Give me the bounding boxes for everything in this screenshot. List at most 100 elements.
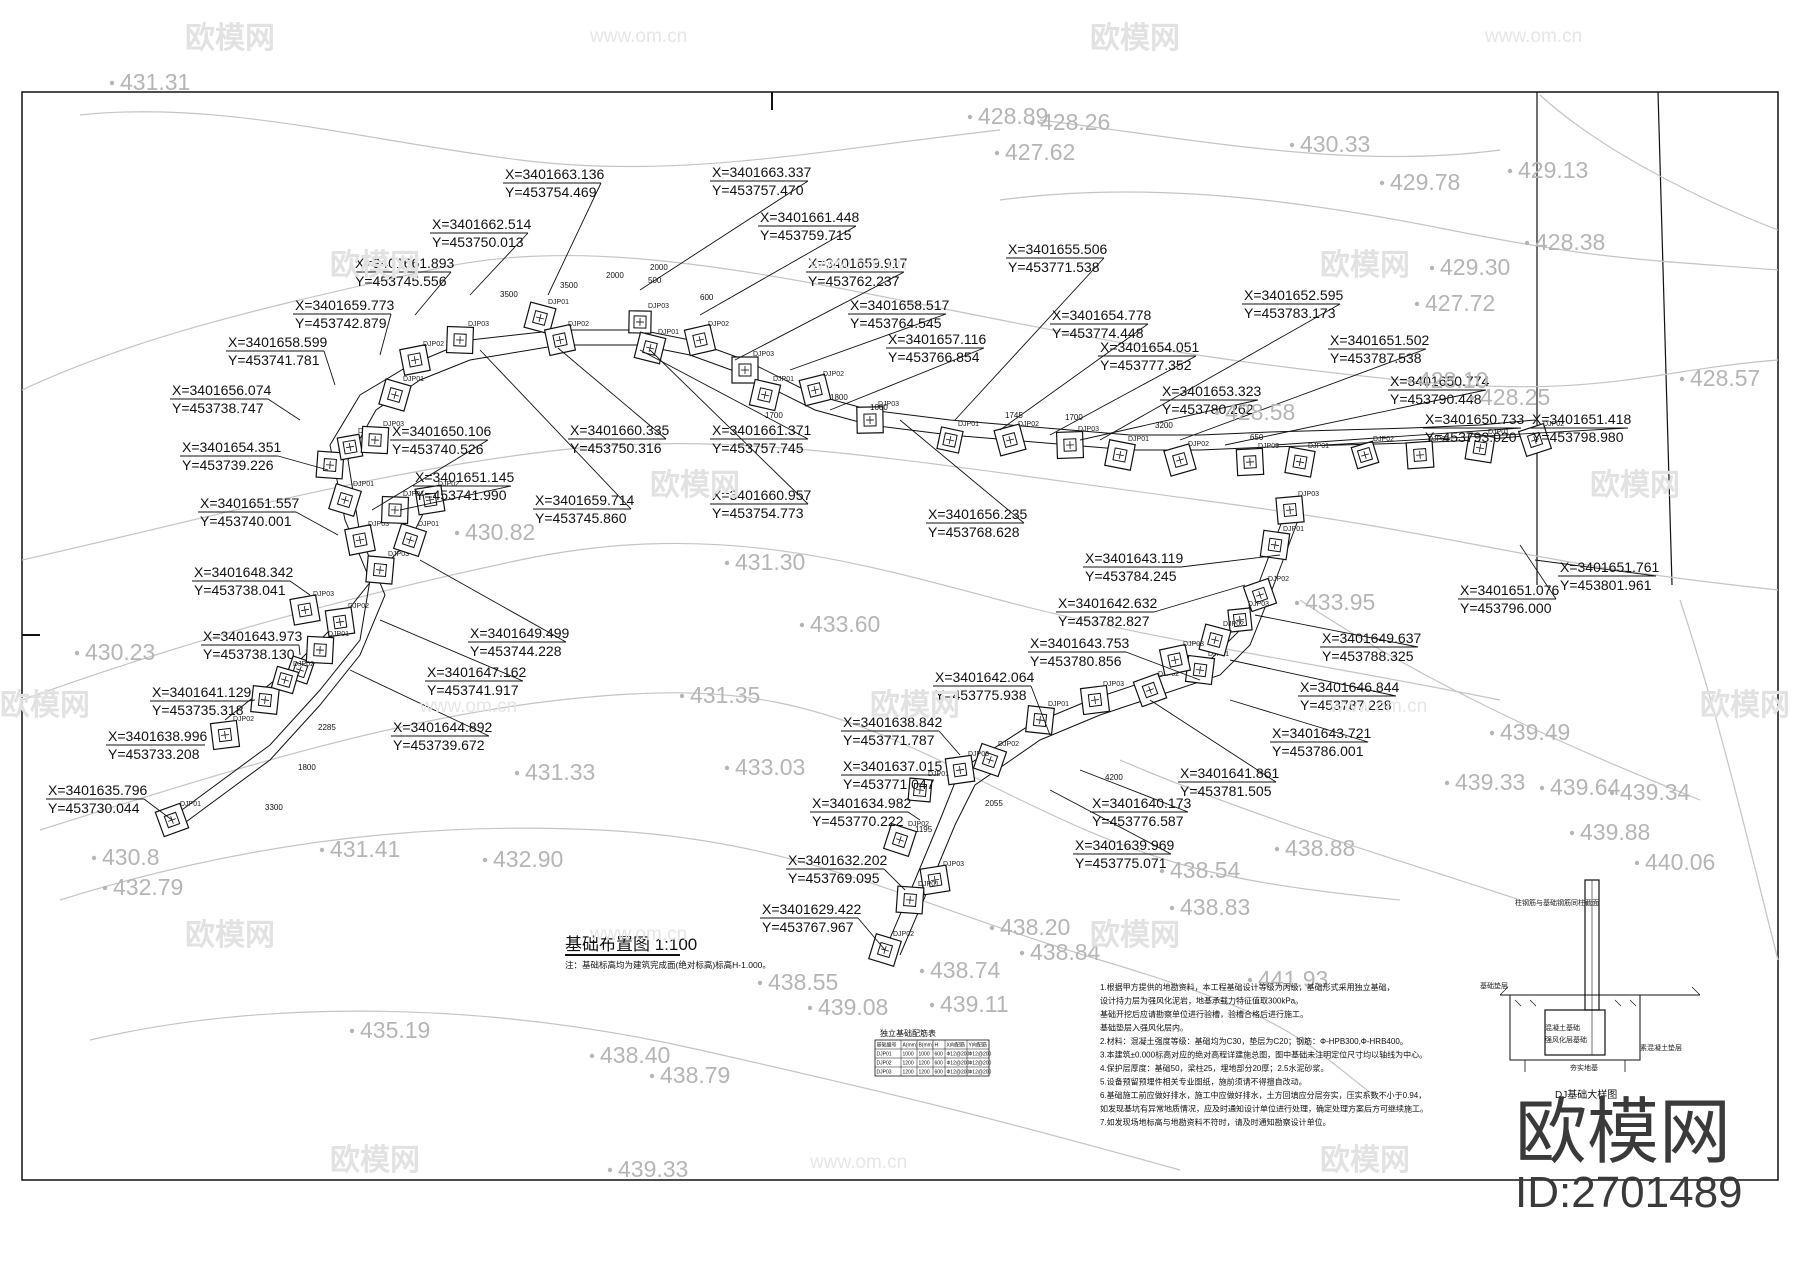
svg-text:Y=453730.044: Y=453730.044: [48, 800, 140, 816]
svg-text:Y=453741.781: Y=453741.781: [228, 352, 320, 368]
watermark-brand: 欧模网: [0, 689, 90, 722]
svg-text:Y=453788.325: Y=453788.325: [1322, 648, 1414, 664]
elevation-point: [1430, 266, 1434, 270]
elevation-point: [808, 1006, 812, 1010]
svg-text:Y=453771.538: Y=453771.538: [1008, 259, 1100, 275]
dimension-label: 4200: [1105, 773, 1123, 782]
elevation-point: [75, 651, 79, 655]
svg-text:Y=453781.505: Y=453781.505: [1180, 783, 1272, 799]
elevation-label: 430.33: [1300, 131, 1370, 157]
svg-text:Y=453757.745: Y=453757.745: [712, 440, 804, 456]
svg-text:Y=453776.587: Y=453776.587: [1092, 813, 1184, 829]
svg-text:X=3401658.599: X=3401658.599: [228, 334, 327, 350]
leader-line: [299, 645, 300, 655]
svg-text:X=3401659.773: X=3401659.773: [295, 297, 394, 313]
footing-tag: DJP01: [1283, 526, 1304, 533]
footing-pad: [749, 379, 780, 410]
elevation-label: 429.30: [1440, 254, 1510, 280]
footing-tag: DJP01: [403, 376, 424, 383]
svg-text:Y=453733.208: Y=453733.208: [108, 746, 200, 762]
elevation-label: 431.31: [120, 69, 190, 95]
watermark-brand: 欧模网: [1590, 469, 1680, 502]
elevation-point: [1508, 169, 1512, 173]
footing-tag: DJP02: [893, 931, 914, 938]
svg-text:X=3401662.514: X=3401662.514: [432, 216, 531, 232]
detail-label: 强风化层基础: [1545, 1035, 1587, 1044]
leader-line: [296, 512, 338, 535]
footing-tag: DJP02: [1268, 576, 1289, 583]
footing-pad: [1236, 448, 1263, 475]
dimension-label: 1745: [1005, 411, 1023, 420]
svg-text:Y=453787.538: Y=453787.538: [1330, 350, 1422, 366]
footing-tag: DJP03: [648, 303, 669, 310]
svg-text:X=3401648.342: X=3401648.342: [194, 564, 293, 580]
svg-text:X=3401654.051: X=3401654.051: [1100, 339, 1199, 355]
svg-text:X=3401629.422: X=3401629.422: [762, 901, 861, 917]
elevation-label: 433.95: [1305, 589, 1375, 615]
elevation-point: [1525, 241, 1529, 245]
note-line: 2.材料：混凝土强度等级：基础均为C30，垫层为C20；钢筋：Ф-HPB300,…: [1100, 1036, 1408, 1046]
footing-detail: 柱钢筋与基础钢筋同柱截面 基础垫层 混凝土基础 强风化层基础 素混凝土垫层 夯实…: [1480, 880, 1700, 1101]
dimension-label: 1700: [765, 411, 783, 420]
footing-pad: [1133, 673, 1166, 706]
watermark-brand: 欧模网: [1090, 22, 1180, 55]
footing-tag: DJP02: [1188, 441, 1209, 448]
svg-text:Y=453777.352: Y=453777.352: [1100, 357, 1192, 373]
footing-tag: DJP03: [968, 751, 989, 758]
elevation-label: 438.88: [1285, 835, 1355, 861]
watermark-brand: 欧模网: [870, 689, 960, 722]
svg-text:Y=453770.222: Y=453770.222: [812, 813, 904, 829]
elevation-point: [483, 858, 487, 862]
svg-text:Y=453735.318: Y=453735.318: [152, 702, 244, 718]
footing-tag: DJP01: [328, 631, 349, 638]
svg-text:Y=453764.545: Y=453764.545: [850, 315, 942, 331]
table-cell: 1200: [903, 1061, 914, 1067]
watermark-brand: 欧模网: [1320, 1144, 1410, 1177]
footing-pad: [945, 755, 974, 784]
footing-pad: [937, 427, 963, 453]
svg-text:X=3401656.235: X=3401656.235: [928, 506, 1027, 522]
footing-pad: [684, 324, 715, 355]
footing-pad: [361, 426, 388, 453]
dimension-label: 3300: [265, 803, 283, 812]
watermark-url: www.om.cn: [809, 1152, 907, 1173]
elevation-label: 439.33: [618, 1156, 688, 1182]
elevation-label: 439.64: [1550, 774, 1621, 800]
watermark-brand: 欧模网: [1700, 689, 1790, 722]
elevation-label: 438.83: [1180, 894, 1250, 920]
elevation-point: [1215, 411, 1219, 415]
footing-pad: [290, 595, 320, 625]
elevation-label: 438.74: [930, 957, 1001, 983]
table-cell: DJP02: [877, 1061, 892, 1067]
svg-text:X=3401641.129: X=3401641.129: [152, 684, 251, 700]
svg-text:Y=453782.827: Y=453782.827: [1058, 613, 1150, 629]
svg-text:X=3401663.337: X=3401663.337: [712, 164, 811, 180]
elevation-label: 429.13: [1518, 157, 1588, 183]
watermark-brand: 欧模网: [650, 469, 740, 502]
leader-line: [290, 581, 310, 595]
detail-label: 素混凝土垫层: [1640, 1043, 1682, 1052]
svg-text:Y=453780.856: Y=453780.856: [1030, 653, 1122, 669]
footing-tag: DJP02: [1223, 621, 1244, 628]
footing-table-title: 独立基础配筋表: [880, 1028, 936, 1038]
svg-text:Y=453754.469: Y=453754.469: [505, 184, 597, 200]
svg-text:X=3401654.778: X=3401654.778: [1052, 307, 1151, 323]
footing-tag: DJP02: [293, 661, 314, 668]
note-line: 设计持力层为强风化泥岩，地基承载力特征值取300kPa。: [1100, 996, 1303, 1006]
svg-text:X=3401652.595: X=3401652.595: [1244, 287, 1343, 303]
footing-pad: [447, 327, 474, 354]
dimension-label: 2000: [606, 271, 624, 280]
